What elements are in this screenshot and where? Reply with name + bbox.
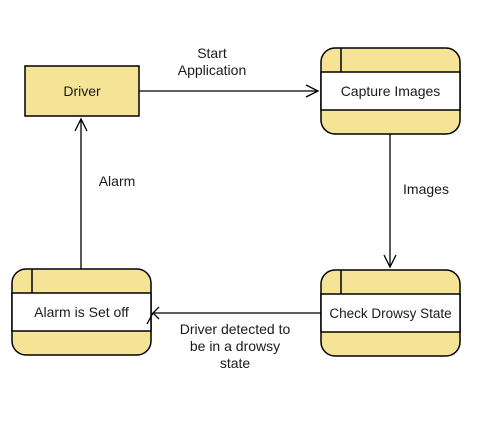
- alarm-off-process[interactable]: [11, 268, 152, 356]
- driver-entity[interactable]: [24, 65, 140, 117]
- drowsy-detected-label: Driver detected to be in a drowsy state: [168, 321, 302, 372]
- capture-images-process[interactable]: [320, 47, 461, 135]
- images-label: Images: [403, 181, 449, 197]
- drowsy-detected-line-3: state: [219, 355, 251, 371]
- edge-drowsy-detected: [146, 306, 321, 325]
- check-drowsy-label: Check Drowsy State: [329, 305, 452, 321]
- alarm-label: Alarm: [98, 173, 136, 189]
- capture-images-label: Capture Images: [340, 83, 441, 99]
- drowsy-detected-line-1: Driver detected to: [179, 321, 291, 337]
- start-application-line-2: Application: [177, 62, 247, 78]
- drowsy-detected-line-2: be in a drowsy: [189, 338, 281, 354]
- edge-images: [383, 134, 397, 269]
- driver-label: Driver: [63, 83, 101, 99]
- check-drowsy-process[interactable]: [320, 269, 461, 357]
- start-application-label: Start Application: [162, 45, 262, 79]
- alarm-off-label: Alarm is Set off: [34, 304, 129, 320]
- edge-start-application: [139, 84, 320, 98]
- start-application-line-1: Start: [197, 45, 227, 61]
- edge-alarm: [74, 117, 88, 269]
